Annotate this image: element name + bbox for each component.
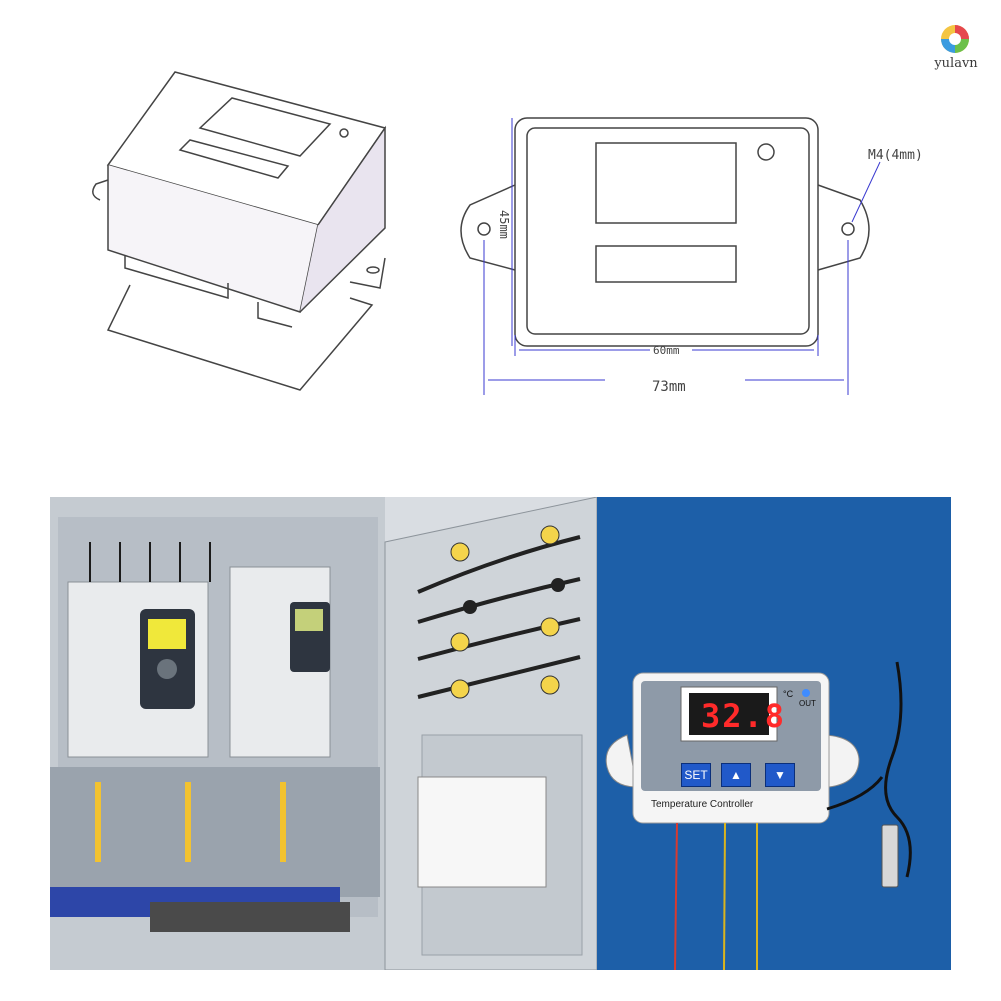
logo-mark-icon (941, 25, 969, 53)
technical-drawing: 45mm 60mm 73mm M4(4mm) (92, 71, 923, 395)
height-dimension-label: 45mm (497, 210, 511, 239)
up-button: ▲ (721, 763, 751, 787)
isometric-housing (92, 71, 387, 391)
down-button: ▼ (765, 763, 795, 787)
triangle-up-icon: ▲ (730, 768, 742, 782)
temperature-readout: 32.8 (701, 697, 787, 735)
front-view (460, 117, 870, 347)
product-name-label: Temperature Controller (651, 799, 754, 810)
set-button: SET (681, 763, 711, 787)
electrical-cabinet-photo (50, 497, 597, 970)
temperature-controller-photo: 32.8 °C OUT SET ▲ ▼ Temperature Controll… (597, 497, 951, 970)
outer-width-label: 73mm (652, 379, 686, 395)
out-indicator-label: OUT (799, 699, 816, 708)
hole-size-label: M4(4mm) (868, 148, 923, 163)
inner-width-label: 60mm (653, 344, 680, 357)
triangle-down-icon: ▼ (774, 768, 786, 782)
unit-label: °C (783, 689, 794, 699)
brand-logo: yulavn (920, 22, 992, 82)
brand-name: yulavn (934, 56, 978, 71)
dimension-lines (483, 118, 881, 395)
